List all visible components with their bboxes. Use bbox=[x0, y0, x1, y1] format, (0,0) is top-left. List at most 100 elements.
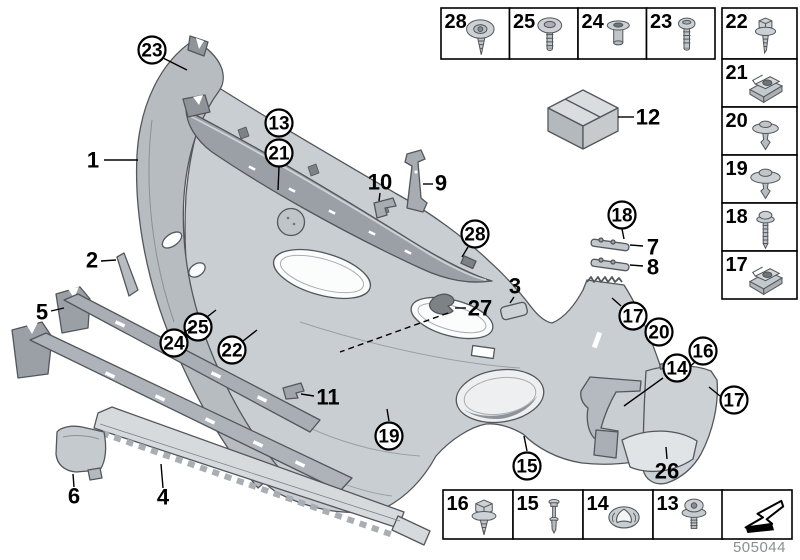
fastener-cell-25[interactable]: 25 bbox=[508, 7, 579, 60]
callout-14[interactable]: 14 bbox=[623, 353, 692, 407]
fastener-cell-18[interactable]: 18 bbox=[721, 202, 798, 252]
fastener-cell-label: 24 bbox=[582, 11, 605, 33]
leader-line bbox=[50, 307, 65, 312]
callout-17[interactable]: 17 bbox=[611, 297, 648, 331]
callout-number: 17 bbox=[723, 391, 744, 412]
callout-circle bbox=[460, 219, 490, 249]
callout-number: 9 bbox=[435, 171, 447, 196]
callout-26[interactable]: 26 bbox=[655, 446, 679, 484]
callout-18[interactable]: 18 bbox=[607, 200, 637, 240]
pdc-sensor-dot bbox=[286, 216, 290, 220]
part-11-bracket bbox=[282, 382, 305, 400]
part-6-cover bbox=[55, 425, 107, 481]
callout-number: 14 bbox=[666, 359, 688, 380]
reference-dash-line bbox=[339, 312, 449, 353]
callout-28[interactable]: 28 bbox=[460, 219, 490, 258]
part-5-rail-upper bbox=[55, 286, 321, 433]
callout-19[interactable]: 19 bbox=[374, 408, 404, 451]
fastener-cell-15[interactable]: 15 bbox=[512, 489, 584, 540]
fastener-cell-label: 25 bbox=[513, 11, 535, 33]
callout-number: 17 bbox=[622, 307, 643, 328]
callout-23[interactable]: 23 bbox=[137, 35, 188, 71]
fastener-cell-label: 28 bbox=[445, 11, 467, 33]
callout-17[interactable]: 17 bbox=[708, 385, 749, 415]
callout-7[interactable]: 7 bbox=[629, 235, 659, 260]
spring-washer-icon bbox=[608, 506, 640, 529]
part-clip-28-target bbox=[460, 255, 477, 270]
callout-15[interactable]: 15 bbox=[512, 435, 542, 481]
callout-27[interactable]: 27 bbox=[455, 296, 492, 321]
part-8-strip bbox=[590, 257, 630, 272]
document-number: 505044 bbox=[732, 539, 786, 556]
bumper-fin-serration bbox=[586, 276, 623, 283]
callout-13[interactable]: 13 bbox=[264, 108, 294, 138]
fastener-cell-19[interactable]: 19 bbox=[721, 154, 798, 204]
callout-9[interactable]: 9 bbox=[423, 171, 447, 196]
leader-line bbox=[300, 393, 315, 397]
part-9-hole bbox=[414, 170, 418, 174]
callout-circle bbox=[183, 312, 213, 342]
leader-line bbox=[461, 246, 469, 258]
leader-line bbox=[629, 244, 644, 247]
callout-6[interactable]: 6 bbox=[68, 473, 80, 509]
callout-4[interactable]: 4 bbox=[157, 463, 170, 510]
callout-1[interactable]: 1 bbox=[87, 148, 138, 173]
callout-21[interactable]: 21 bbox=[264, 138, 294, 191]
leader-line bbox=[242, 329, 258, 342]
callout-25[interactable]: 25 bbox=[183, 309, 217, 342]
callout-3[interactable]: 3 bbox=[509, 274, 521, 304]
callout-circle bbox=[688, 336, 718, 366]
fastener-cell-label: 15 bbox=[517, 493, 539, 515]
callout-number: 7 bbox=[647, 235, 659, 260]
callout-circle bbox=[662, 353, 692, 383]
bumper-sticker bbox=[470, 344, 496, 360]
callout-8[interactable]: 8 bbox=[629, 255, 659, 280]
fastener-cell-14[interactable]: 14 bbox=[582, 489, 654, 540]
fastener-cell-label: 19 bbox=[726, 158, 748, 180]
callout-2[interactable]: 2 bbox=[86, 248, 117, 273]
fastener-cell-24[interactable]: 24 bbox=[577, 7, 648, 60]
callout-number: 25 bbox=[187, 318, 209, 339]
callout-10[interactable]: 10 bbox=[368, 170, 392, 202]
fastener-cell-13[interactable]: 13 bbox=[652, 489, 724, 540]
callout-number: 13 bbox=[268, 114, 289, 135]
fastener-cell-23[interactable]: 23 bbox=[645, 7, 716, 60]
fastener-cell-22[interactable]: 22 bbox=[721, 7, 798, 60]
leader-line bbox=[611, 297, 622, 307]
fastener-cell-label: 13 bbox=[657, 493, 679, 515]
carrier-end-notch bbox=[193, 95, 203, 105]
callout-number: 23 bbox=[141, 41, 162, 62]
fastener-cell-28[interactable]: 28 bbox=[440, 7, 511, 60]
callout-circle bbox=[618, 301, 648, 331]
fastener-cell-arrow[interactable] bbox=[721, 489, 793, 540]
callout-20[interactable]: 20 bbox=[644, 317, 674, 347]
leader-line bbox=[277, 166, 280, 191]
callout-12[interactable]: 12 bbox=[618, 105, 660, 130]
callout-number: 19 bbox=[378, 427, 399, 448]
fastener-cell-21[interactable]: 21 bbox=[721, 58, 798, 108]
fastener-cell-16[interactable]: 16 bbox=[442, 489, 514, 540]
callout-number: 10 bbox=[368, 170, 392, 195]
fastener-cell-17[interactable]: 17 bbox=[721, 250, 798, 300]
callout-22[interactable]: 22 bbox=[217, 329, 258, 365]
callout-5[interactable]: 5 bbox=[36, 300, 65, 325]
leader-line bbox=[183, 325, 194, 334]
part-3-washer-cover bbox=[500, 301, 528, 321]
part-2-strip bbox=[116, 252, 139, 297]
leader-line bbox=[206, 309, 217, 318]
fastener-cell-label: 14 bbox=[587, 493, 610, 515]
callout-24[interactable]: 24 bbox=[159, 325, 194, 358]
callout-circle bbox=[512, 451, 542, 481]
edge-strip-hole bbox=[161, 231, 183, 249]
callout-number: 4 bbox=[157, 485, 170, 510]
callout-number: 28 bbox=[464, 225, 485, 246]
callout-number: 15 bbox=[516, 457, 538, 478]
callout-11[interactable]: 11 bbox=[300, 385, 340, 410]
fog-light-recess bbox=[455, 368, 545, 424]
fastener-cell-20[interactable]: 20 bbox=[721, 106, 798, 156]
edge-strip-crease bbox=[148, 119, 175, 323]
fastener-cell-label: 16 bbox=[447, 493, 469, 515]
